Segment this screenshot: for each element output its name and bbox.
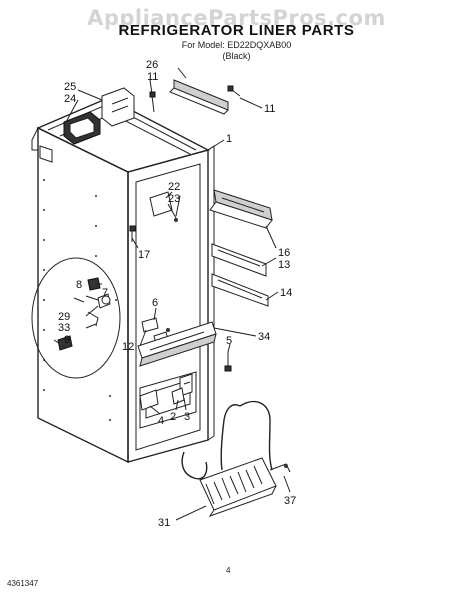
callout-8: 8 (76, 279, 82, 291)
callout-2: 2 (170, 411, 176, 423)
callout-25: 25 (64, 81, 76, 93)
callout-11: 11 (264, 103, 275, 115)
callout-6: 6 (152, 297, 158, 309)
screw-5 (224, 352, 232, 372)
part-13-rail (211, 243, 267, 277)
callout-4: 4 (158, 415, 164, 427)
page-number: 4 (226, 566, 231, 575)
liner-cabinet (31, 97, 215, 464)
screw-11 (149, 85, 241, 113)
callout-1: 1 (226, 133, 232, 145)
callout-24: 24 (64, 93, 76, 105)
callout-26: 26 (146, 59, 158, 71)
callout-3: 3 (184, 411, 190, 423)
rivet-holes (43, 179, 117, 421)
leader-lines (53, 67, 291, 521)
color-variant: (Black) (222, 51, 251, 61)
diagram-title: REFRIGERATOR LINER PARTS (118, 22, 355, 39)
model-number: For Model: ED22DQXAB00 (181, 40, 292, 50)
callout-37: 37 (284, 495, 296, 507)
part-26-rail (169, 79, 229, 115)
document-number: 4361347 (7, 579, 39, 588)
detail-circle (31, 257, 121, 379)
callout-34: 34 (258, 331, 270, 343)
part-16-rail (209, 189, 273, 229)
callouts: 26 11 11 25 24 1 22 23 17 16 13 14 8 7 2… (58, 59, 296, 529)
part-37-heater-wire (181, 401, 291, 480)
callout-33: 33 (58, 322, 70, 334)
part-31-tray (199, 457, 277, 517)
screw-17 (129, 225, 136, 242)
callout-22: 22 (168, 181, 180, 193)
callout-9: 9 (64, 334, 70, 346)
callout-7: 7 (102, 287, 108, 299)
callout-12: 12 (122, 341, 134, 353)
callout-5: 5 (226, 335, 232, 347)
callout-16: 16 (278, 247, 290, 259)
callout-31: 31 (158, 517, 170, 529)
watermark: AppliancePartsPros.com (87, 6, 386, 30)
callout-11: 11 (147, 71, 158, 83)
icemaker-components (57, 277, 111, 351)
part-14-rail (211, 273, 269, 307)
part-4-block (139, 389, 159, 411)
part-2-3-switch (171, 373, 193, 405)
part-24-25-housing (63, 87, 135, 145)
callout-13: 13 (278, 259, 290, 271)
callout-29: 29 (58, 311, 70, 323)
callout-14: 14 (280, 287, 292, 299)
callout-17: 17 (138, 249, 150, 261)
part-34-deflector (137, 321, 217, 367)
callout-23: 23 (168, 193, 180, 205)
